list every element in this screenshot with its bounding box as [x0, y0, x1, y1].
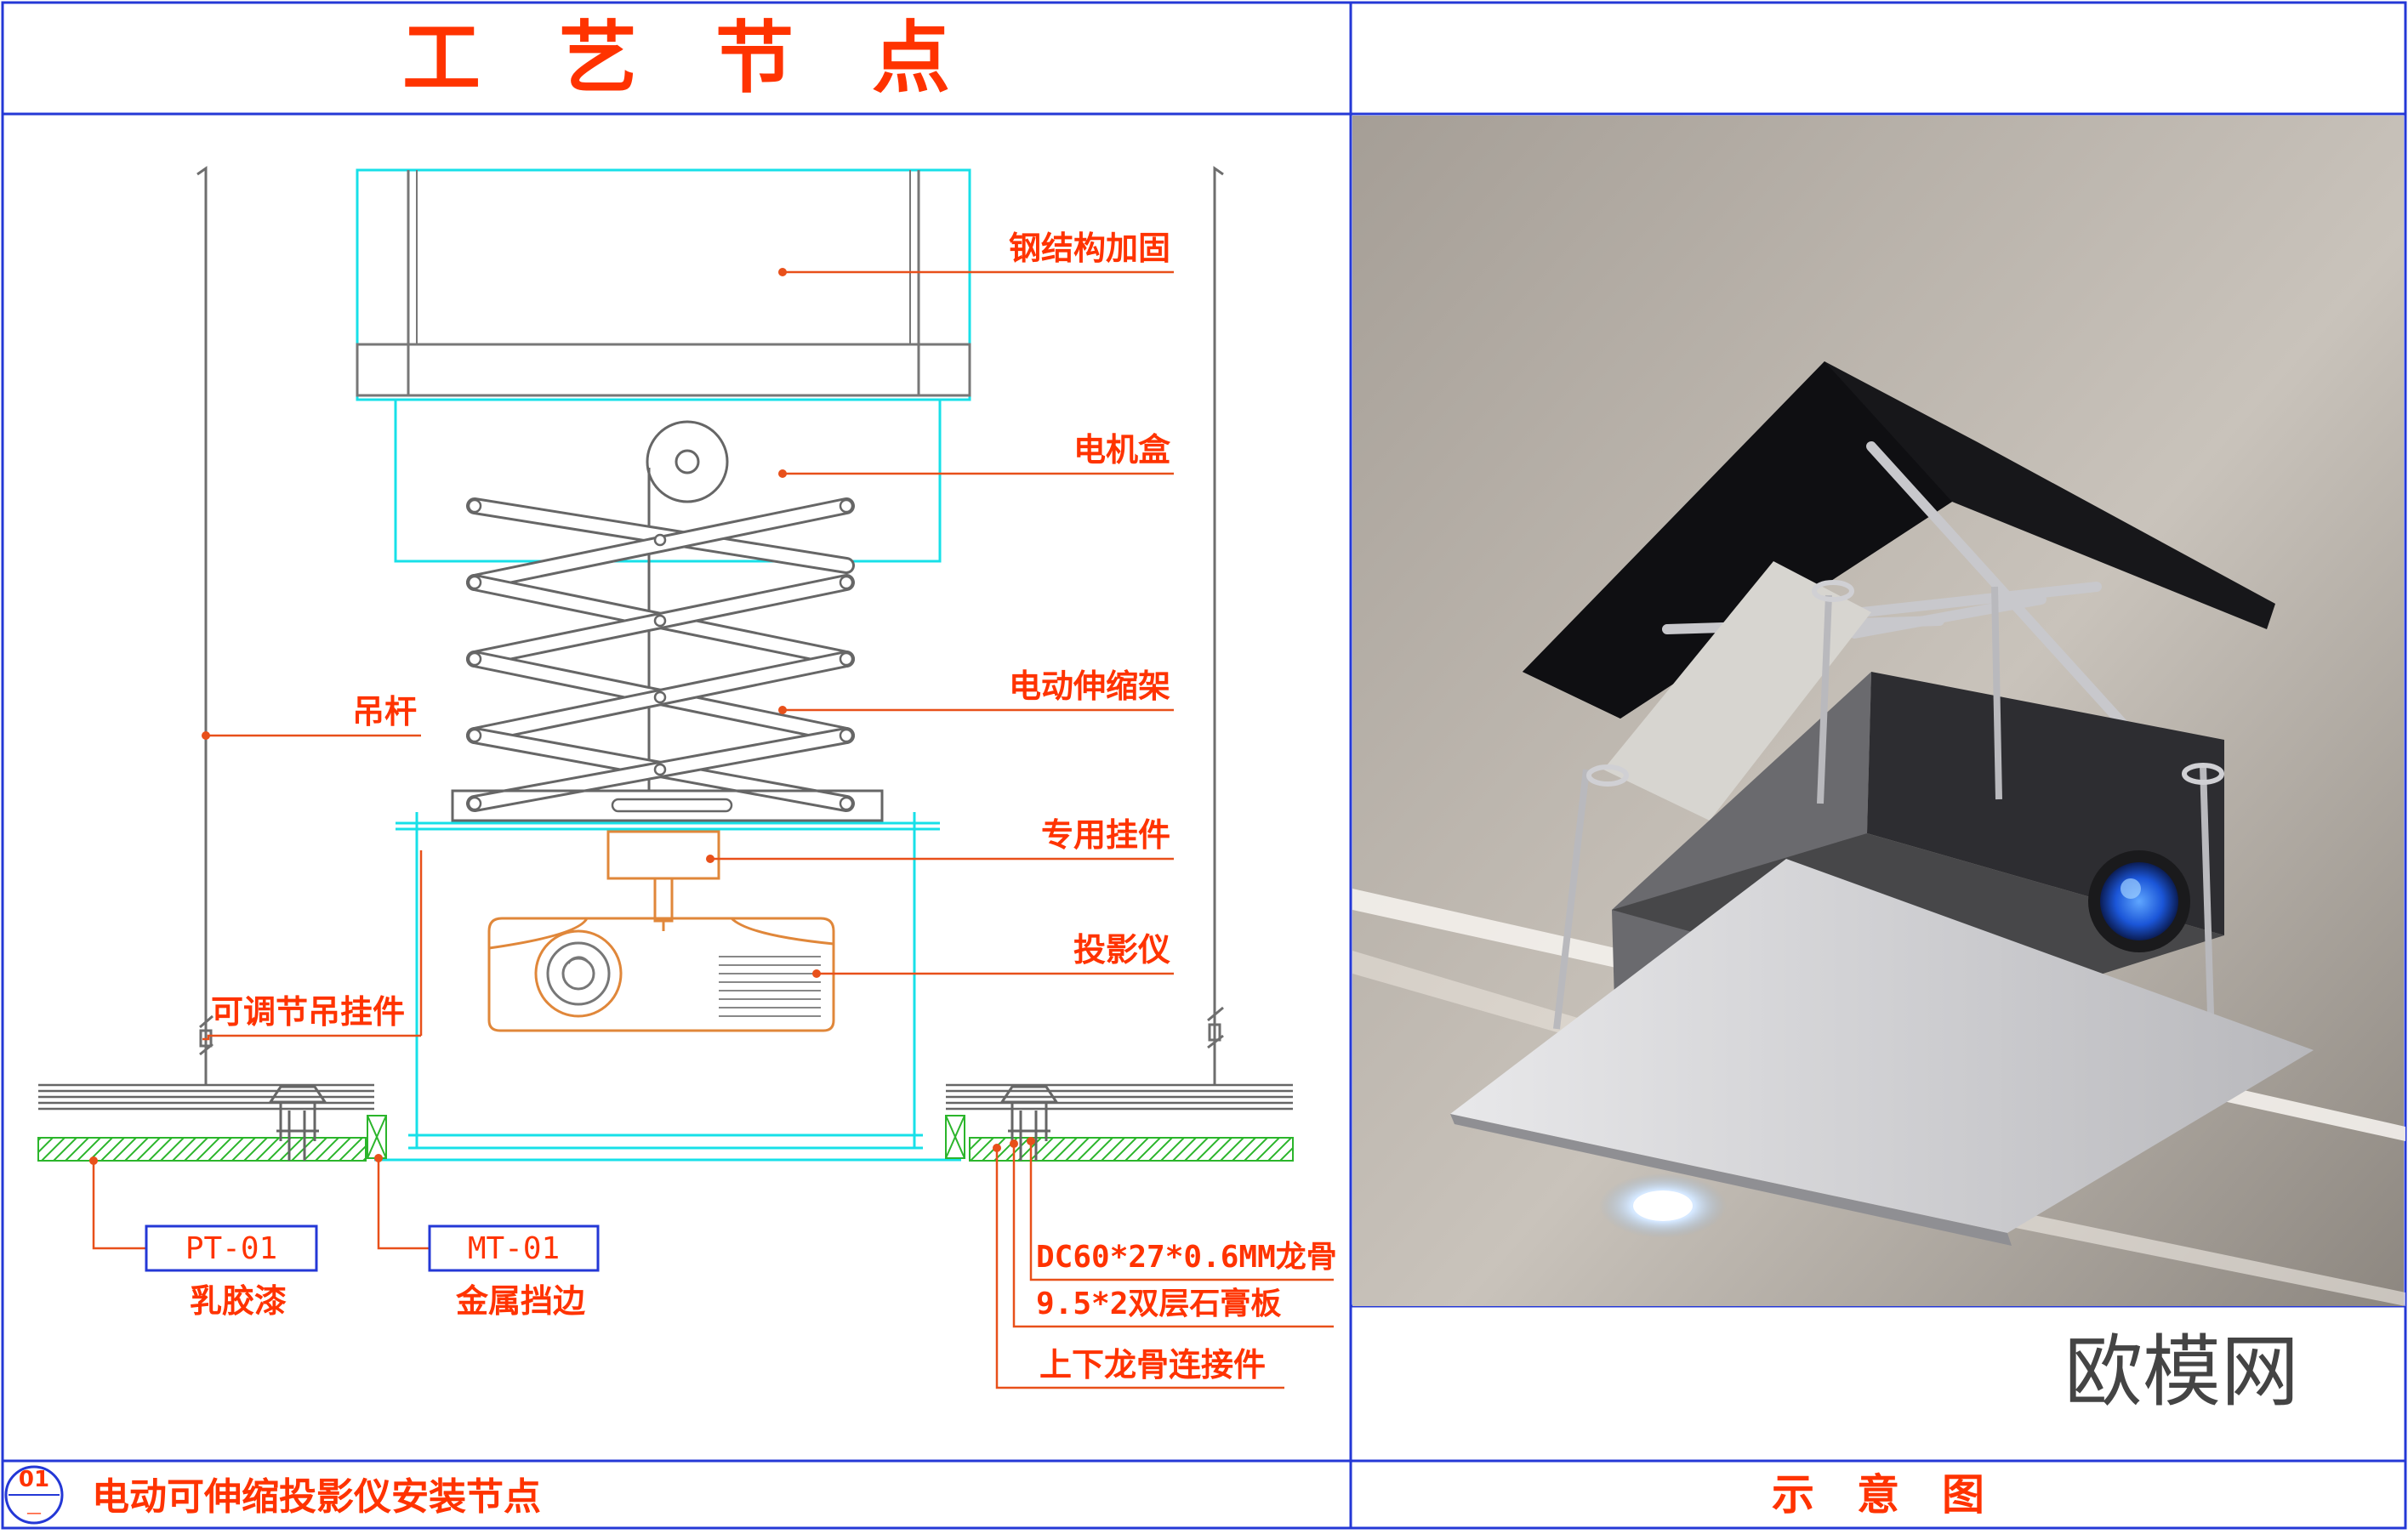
material-code: MT-01	[468, 1231, 560, 1266]
label-connector: 上下龙骨连接件	[1039, 1346, 1266, 1383]
leader-lines	[92, 270, 1334, 1389]
material-code: PT-01	[185, 1231, 277, 1266]
drawing-title: 电动可伸缩投影仪安装节点	[92, 1475, 541, 1519]
material-tag-pt01: PT-01 乳胶漆	[145, 1224, 318, 1320]
hanger-rods	[196, 166, 1224, 1084]
label-steel-reinforcement: 钢结构加固	[1009, 230, 1170, 267]
svg-text:01: 01	[19, 1467, 49, 1492]
material-tag-mt01: MT-01 金属挡边	[428, 1224, 600, 1320]
label-projector: 投影仪	[1073, 931, 1170, 969]
label-adjustable-hanger: 可调节吊挂件	[211, 993, 405, 1031]
projector-illustration	[487, 917, 835, 1032]
label-motor-box: 电机盒	[1073, 431, 1171, 469]
projector-frame	[374, 812, 961, 1162]
leader-dots	[89, 268, 1035, 1165]
label-lift-frame: 电动伸缩架	[1009, 668, 1170, 705]
pulley-icon	[646, 420, 729, 503]
scissor-lift	[451, 497, 884, 822]
page-title: 工 艺 节 点	[402, 13, 950, 104]
photo-caption: 示 意 图	[1772, 1470, 1984, 1520]
label-keel: DC60*27*0.6MM龙骨	[1036, 1240, 1337, 1275]
reference-photo	[1352, 116, 2405, 1306]
svg-text:—: —	[26, 1504, 42, 1522]
label-hanger-rod: 吊杆	[352, 693, 417, 730]
label-special-mount: 专用挂件	[1041, 816, 1170, 854]
watermark-text: 欧模网	[2064, 1327, 2299, 1418]
label-gypsum: 9.5*2双层石膏板	[1036, 1287, 1281, 1321]
ceiling-right	[945, 1083, 1294, 1162]
drawing-number-badge: 01 —	[4, 1465, 64, 1525]
material-name: 金属挡边	[455, 1282, 585, 1320]
steel-reinforcement	[356, 168, 971, 401]
ceiling-left	[37, 1083, 387, 1162]
special-mount	[606, 830, 720, 931]
material-name: 乳胶漆	[190, 1282, 287, 1320]
